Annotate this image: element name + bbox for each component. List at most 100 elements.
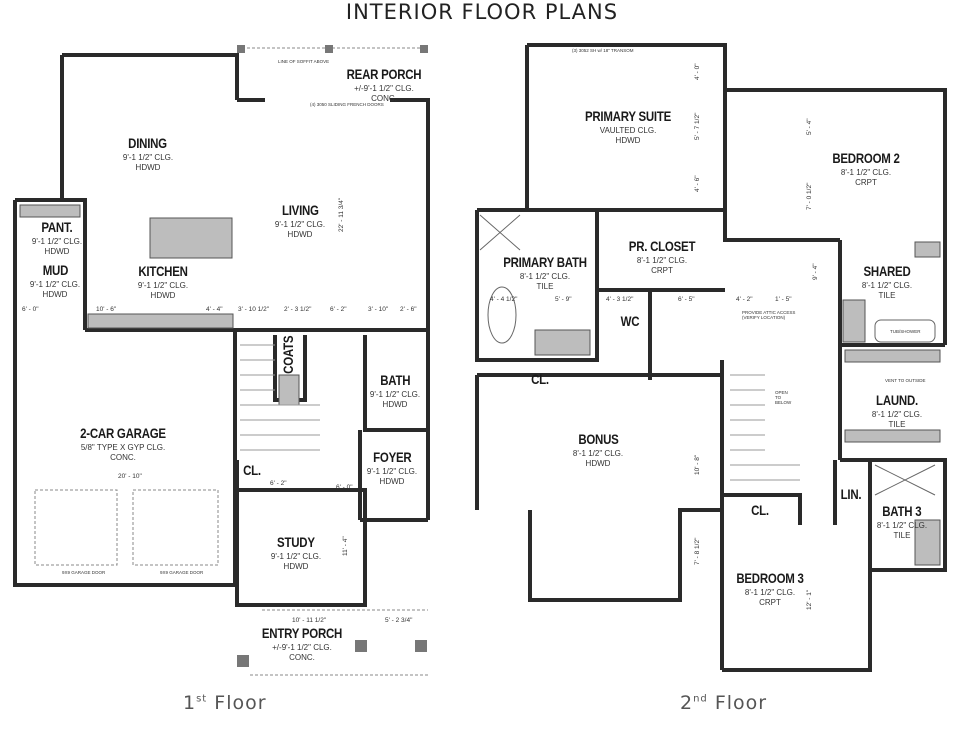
study-walls: [235, 460, 367, 607]
window-note: (3) 3052 SH w/ 18" TRANSOM: [572, 48, 634, 53]
second-floor-fills: [534, 241, 941, 566]
foyer-walls: [358, 330, 430, 522]
second-floor-walls: [475, 43, 947, 672]
fixtures: [479, 214, 936, 496]
stairs-2: [730, 374, 800, 481]
dimension: 3' - 10 1/2": [238, 306, 270, 313]
dimension: 4' - 4 1/2": [490, 296, 518, 303]
vent-note: VENT TO OUTSIDE: [885, 378, 926, 383]
dimension: 6' - 2": [330, 306, 347, 313]
dimension: 6' - 0": [22, 306, 39, 313]
bath-walls: [363, 335, 428, 432]
room-name: DINING: [128, 135, 168, 151]
room-rear-porch: REAR PORCH+/-9'-1 1/2" CLG.CONC.: [346, 66, 422, 103]
open-below-note: OPEN TO BELOW: [775, 390, 792, 405]
room-closet-bonus: CL.: [531, 371, 549, 387]
dimension: 1' - 5": [775, 296, 792, 303]
door-note: (4) 3050 SLIDING FRENCH DOORS: [310, 102, 384, 107]
dimension: 5' - 9": [555, 296, 572, 303]
room-coats: COATS: [280, 335, 296, 374]
soffit-note: LINE OF SOFFIT ABOVE: [278, 59, 330, 64]
page-title: INTERIOR FLOOR PLANS: [345, 0, 619, 24]
floor-label-2nd: 2nd Floor: [680, 692, 767, 714]
dimension: 7' - 0 1/2": [806, 182, 813, 210]
dimension: 5' - 4": [806, 118, 813, 135]
room-wc: WC: [620, 313, 640, 329]
garage-walls: [13, 330, 237, 587]
dimension: 2' - 6": [400, 306, 417, 313]
floor-word: Floor: [707, 692, 768, 714]
dimension: 10' - 6": [96, 306, 117, 313]
dimension: 22' - 11 3/4": [338, 197, 345, 232]
stair-walls: [720, 360, 802, 670]
dimension: 4' - 0": [694, 63, 701, 80]
bench: [278, 374, 300, 406]
dimension: 2' - 3 1/2": [284, 306, 312, 313]
dimension: 20' - 10": [118, 473, 142, 480]
tub-shower: [874, 319, 936, 343]
dimension: 10' - 8": [694, 454, 701, 475]
shared-walls: [838, 240, 945, 460]
pantry-shelf: [19, 204, 81, 218]
bonus-walls: [475, 373, 720, 602]
tub-note: TUB/SHOWER: [890, 329, 921, 334]
dimension: 4' - 3 1/2": [606, 296, 634, 303]
room-closet-bedroom-3: CL.: [751, 502, 769, 518]
floor-label-1st: 1st Floor: [183, 692, 267, 714]
tub: [487, 286, 517, 344]
first-floor-fills: [19, 204, 300, 406]
floor-ordinal: nd: [693, 693, 708, 705]
dimension: 7' - 8 1/2": [694, 537, 701, 565]
dimension: 3' - 10": [368, 306, 389, 313]
dimension: 9' - 4": [812, 263, 819, 280]
dimension: 5' - 7 1/2": [694, 112, 701, 140]
room-pantry: PANT.9'-1 1/2" CLG.HDWD: [31, 219, 83, 256]
garage-door-lines: [34, 47, 428, 676]
floor-number: 1: [183, 692, 197, 714]
room-entry-porch: ENTRY PORCH+/-9'-1 1/2" CLG.CONC.: [261, 625, 343, 662]
dimension: 10' - 11 1/2": [292, 617, 327, 624]
garage-door-note: 9X9 GARAGE DOOR: [62, 570, 106, 575]
closet-walls: [597, 288, 725, 380]
attic-note: PROVIDE ATTIC ACCESS (VERIFY LOCATION): [742, 310, 796, 320]
dimension: 4' - 2": [736, 296, 753, 303]
dimension: 4' - 6": [694, 175, 701, 192]
dimension: 6' - 5": [678, 296, 695, 303]
floor-ordinal: st: [196, 693, 208, 705]
pantry-mud-walls: [13, 198, 87, 330]
kitchen-counter: [87, 313, 234, 329]
porch-columns: [237, 45, 428, 667]
bedroom3-walls: [722, 460, 872, 672]
first-floor-walls: [13, 53, 430, 607]
bedroom2-walls: [723, 88, 947, 345]
stairs-1: [240, 344, 320, 451]
laund-walls: [840, 458, 947, 572]
kitchen-island: [149, 217, 233, 259]
dimension: 6' - 2": [270, 480, 287, 487]
living-walls: [237, 98, 430, 330]
room-closet-1: CL.: [243, 462, 261, 478]
room-laundry: LAUND.8'-1 1/2" CLG.TILE: [871, 392, 923, 429]
garage-door-note: 9X9 GARAGE DOOR: [160, 570, 204, 575]
floor-word: Floor: [207, 692, 267, 714]
vanity: [534, 329, 591, 356]
dimension: 12' - 1": [806, 589, 813, 610]
dining-walls: [60, 53, 239, 202]
